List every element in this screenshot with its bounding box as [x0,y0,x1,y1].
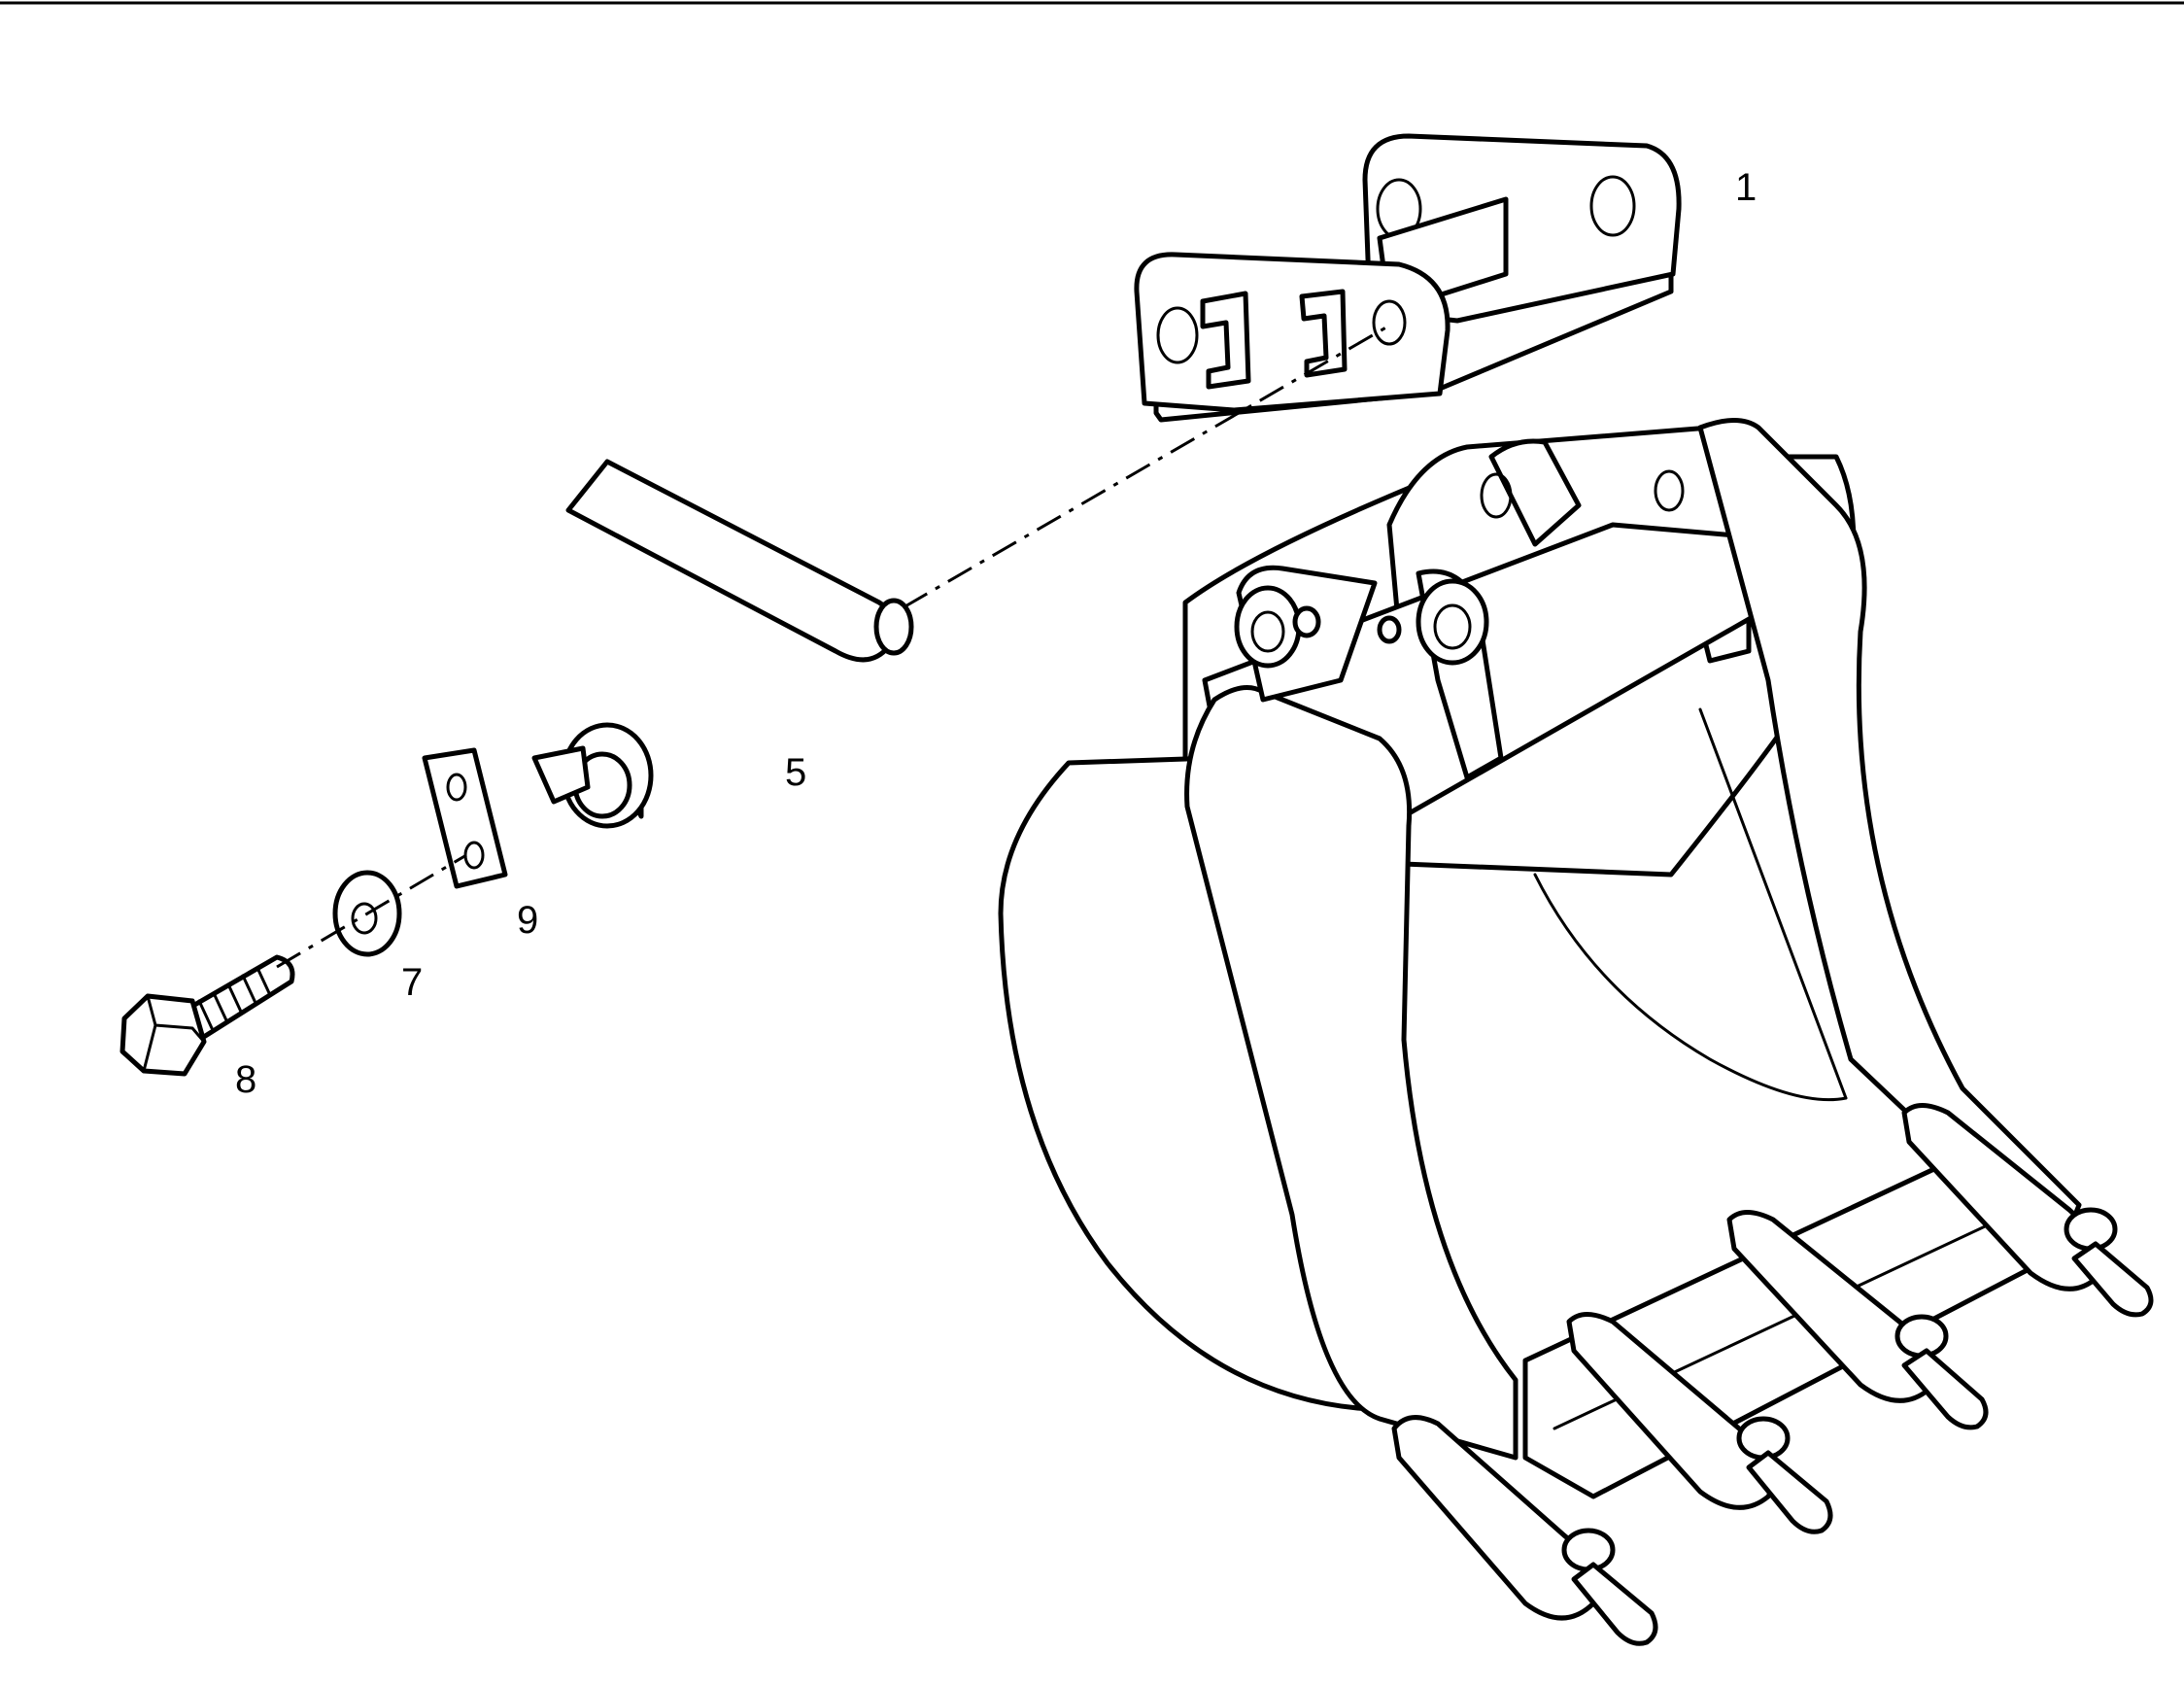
callout-1: 1 [1735,166,1757,209]
callout-9: 9 [517,899,538,942]
tooth-4 [1901,1103,2154,1318]
callout-7: 7 [401,961,423,1004]
part-9-lock-plate [422,747,508,889]
tooth-3 [1726,1210,1989,1430]
bolt-axis-line [276,853,467,969]
callout-8: 8 [235,1058,256,1101]
part-1-hinge-bracket [1134,133,1682,423]
bucket-pivot-ears [1234,438,1685,780]
pin-axis-line [903,324,1390,609]
part-5-pin [531,459,914,829]
tooth-2 [1566,1312,1833,1534]
part-8-bolt [119,954,295,1077]
callout-5: 5 [785,751,806,794]
tooth-1 [1391,1415,1658,1646]
bucket-teeth [1391,1103,2154,1646]
